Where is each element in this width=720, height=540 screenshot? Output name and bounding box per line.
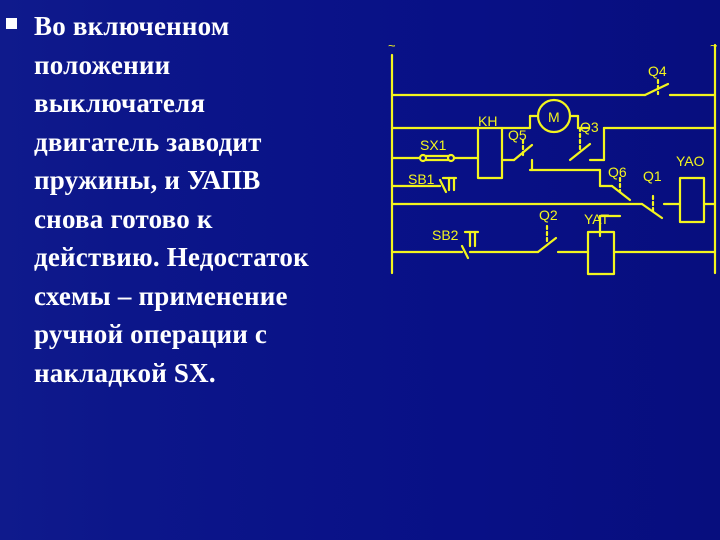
- supply-right-label: ~: [710, 38, 718, 53]
- label-sb2: SB2: [432, 227, 459, 243]
- text-line: пружины, и УАПВ: [34, 165, 261, 195]
- contact-q3: [568, 142, 592, 162]
- label-yao: YAO: [676, 153, 705, 169]
- coil-yao: [678, 176, 706, 224]
- label-motor: M: [548, 109, 560, 125]
- text-line: ручной операции с: [34, 319, 268, 349]
- text-line: двигатель заводит: [34, 126, 262, 157]
- label-sb1: SB1: [408, 171, 435, 187]
- label-q1: Q1: [643, 168, 662, 184]
- text-line: выключателя: [34, 88, 206, 118]
- text-line: действию. Недостаток: [34, 242, 309, 272]
- label-q5: Q5: [508, 127, 527, 143]
- relay-kh-coil: [476, 126, 504, 180]
- bullet-square-icon: [6, 18, 17, 29]
- supply-left-label: ~: [388, 38, 396, 53]
- text-line: Во включенном: [34, 11, 230, 41]
- label-q6: Q6: [608, 164, 627, 180]
- label-kh: KH: [478, 113, 497, 129]
- contact-q6: [610, 184, 632, 202]
- slide-body-text: Во включенном положении выключателя двиг…: [34, 7, 374, 392]
- text-line: снова готово к: [34, 203, 213, 234]
- label-yat: YAT: [584, 211, 610, 227]
- contact-q4: [643, 82, 670, 97]
- label-q4: Q4: [648, 63, 667, 79]
- label-sx1: SX1: [420, 137, 447, 153]
- coil-yat: [586, 230, 616, 276]
- sx1-terminal: [418, 153, 428, 163]
- button-sb1: [438, 178, 448, 194]
- label-q3: Q3: [580, 119, 599, 135]
- label-q2: Q2: [539, 207, 558, 223]
- button-sb2: [460, 244, 470, 260]
- text-line: накладкой SX.: [34, 357, 216, 388]
- text-line: положении: [34, 49, 171, 80]
- text-line: схемы – применение: [34, 280, 288, 311]
- contact-q2: [536, 236, 558, 254]
